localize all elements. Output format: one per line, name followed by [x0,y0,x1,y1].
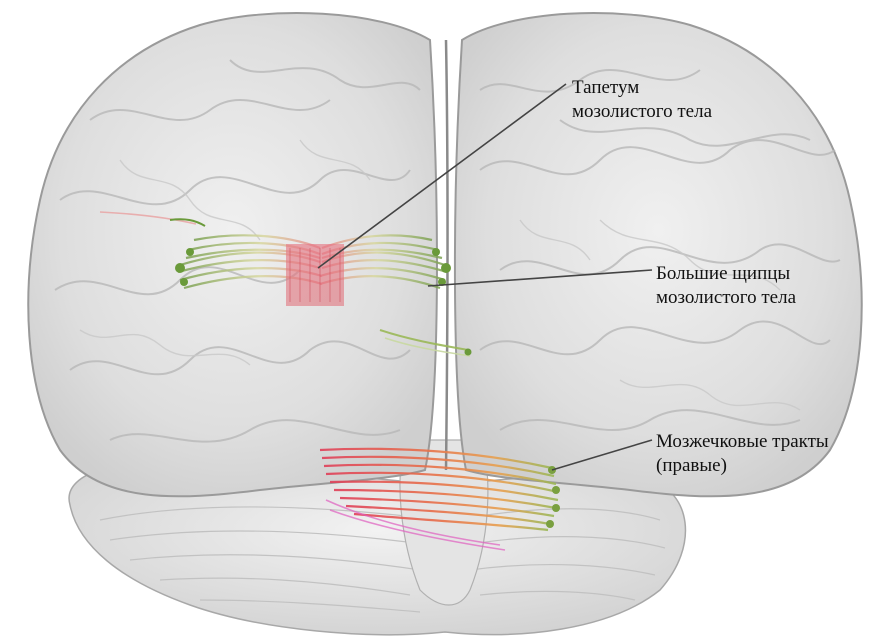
cerebellar-tracts-label-line2: (правые) [656,454,829,478]
tapetum-label: Тапетум мозолистого тела [572,76,712,124]
cerebellar-tracts-label-line1: Мозжечковые тракты [656,430,829,454]
cerebrum [28,13,861,496]
cerebellar-tracts-label: Мозжечковые тракты (правые) [656,430,829,478]
tapetum-fibers [286,244,344,306]
forceps-major-label-line1: Большие щипцы [656,262,796,286]
tapetum-label-line1: Тапетум [572,76,712,100]
forceps-major-label: Большие щипцы мозолистого тела [656,262,796,310]
forceps-major-label-line2: мозолистого тела [656,286,796,310]
tapetum-label-line2: мозолистого тела [572,100,712,124]
